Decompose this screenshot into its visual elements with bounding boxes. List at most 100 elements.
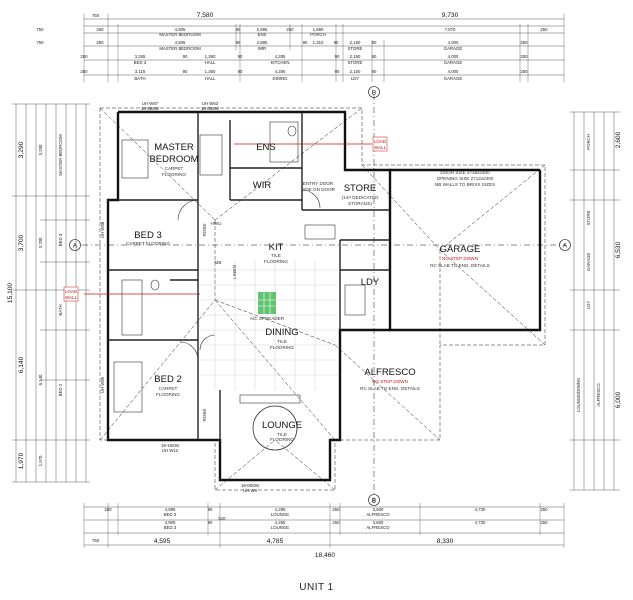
garage-no-step: NO STEP DOWN	[442, 256, 478, 261]
section-a-right-label: A	[563, 243, 568, 250]
top-dim-r6-i10: 250	[520, 69, 528, 74]
room-lounge: LOUNGE	[262, 420, 302, 431]
top-dim-r4-i9: 4,000	[448, 54, 459, 59]
room-entry-1: ENTRY DOOR	[303, 181, 334, 186]
bottom-dim-r2-i6: 250	[540, 520, 548, 525]
window-tag-w5: UH W88	[100, 221, 105, 238]
load-wall-labels: LOAD WALL LOAD WALL	[63, 136, 388, 302]
load-wall-2-b: WALL	[65, 295, 78, 300]
internal-walls	[108, 112, 390, 440]
bottom-dim-r0-i0: 250	[104, 507, 112, 512]
right-label-lounge: LOUNGE/DINING	[576, 377, 581, 412]
section-b-top-label: B	[372, 90, 377, 97]
lounge-rug	[252, 405, 298, 451]
top-dim-r6-i5: 4,285	[275, 69, 286, 74]
room-bed2-floor: CARPET	[159, 386, 178, 391]
top-dim-r4-i2: 90	[183, 54, 188, 59]
top-dim-r3-i2: STORE	[348, 46, 363, 51]
top-dim-r5-i2: KITCHEN	[271, 60, 290, 65]
top-dim-r4-i1: 3,265	[135, 54, 146, 59]
label-hwu: HWU	[211, 221, 222, 226]
window-tag-w2: 18-06SW	[201, 106, 220, 111]
right-dimensions	[570, 111, 620, 491]
ac-spreader	[258, 292, 276, 314]
section-a-left-label: A	[73, 243, 78, 250]
top-dim-r4-i10: 250	[520, 54, 528, 59]
top-dim-r6-i4: 90	[238, 69, 243, 74]
top-dim-r0-i8: 250	[540, 27, 548, 32]
right-label-garage: GARAGE	[586, 253, 591, 272]
bottom-dim-a: 4,595	[154, 538, 171, 545]
top-dim-r5-i0: BED 3	[134, 60, 147, 65]
bottom-dim-r3-i0: BED 3	[164, 525, 177, 530]
room-kit: KIT	[269, 242, 284, 253]
bottom-dim-r2-i3: 250	[332, 520, 340, 525]
room-lounge-floor2: FLOORING	[270, 437, 294, 442]
load-wall-lines	[84, 143, 372, 295]
window-tag-w7: 18-18SW	[161, 443, 180, 448]
garage-slab-note: RC SLAB TO ENG. DETAILS	[430, 263, 490, 268]
bottom-dim-overall: 750 4,595 4,785 8,330 18,460 510	[92, 516, 454, 559]
bottom-dim-r3-i2: ALFRESCO	[366, 525, 390, 530]
room-store: STORE	[344, 183, 377, 194]
bottom-dim-r0-i7: 250	[540, 507, 548, 512]
top-dim-r5-i1: HALL	[205, 60, 216, 65]
top-dim-r2-i8: 2,150	[350, 40, 361, 45]
dining-door-swing	[199, 334, 216, 351]
left-dim-b: 3,700	[18, 234, 25, 251]
section-a-left-marker	[69, 239, 81, 251]
bottom-dim-r2-i4: 3,600	[373, 520, 384, 525]
top-dim-r7-i3: LDY	[351, 76, 359, 81]
top-dim-r1-i1: ENS	[258, 32, 267, 37]
room-kit-floor: TILE	[271, 253, 281, 258]
top-dim-r4-i8: 90	[372, 54, 377, 59]
top-dim-r2-i2: 4,505	[175, 40, 186, 45]
load-wall-2-a: LOAD	[65, 289, 78, 294]
label-robe-bed2: ROBE	[202, 408, 207, 421]
bottom-dim-r2-i1: 90	[208, 520, 213, 525]
bottom-dim-total: 18,460	[315, 552, 336, 559]
bottom-dim-r0-i3: 4,285	[275, 507, 286, 512]
room-lounge-floor: TILE	[277, 432, 287, 437]
entry-door-swing	[301, 189, 321, 209]
room-dining: DINING	[265, 327, 298, 338]
laundry-tub	[344, 284, 366, 316]
section-a-right-marker	[559, 239, 571, 251]
bottom-dim-r1-i0: BED 3	[164, 512, 177, 517]
master-bed-side	[199, 134, 223, 176]
top-dim-overall: 750 7,580 9,730	[92, 12, 459, 19]
top-dim-r4-i5: 4,285	[275, 54, 286, 59]
plan-caption: UNIT 1	[299, 582, 334, 593]
bed3-door-swing	[177, 199, 199, 221]
room-kit-floor2: FLOORING	[264, 259, 288, 264]
top-dim-r2-i5: 90	[303, 40, 308, 45]
left-label-bed2: BED 2	[58, 383, 63, 396]
top-dimensions	[83, 14, 565, 82]
room-dining-floor2: FLOORING	[270, 345, 294, 350]
room-labels: MASTER BEDROOM CARPET FLOORING ENS WIR B…	[126, 142, 495, 442]
section-b-bottom-label: B	[372, 498, 377, 505]
lounge-bench	[239, 394, 301, 404]
bath-toilet	[150, 279, 160, 291]
room-bed3-floor: CARPET FLOORING	[126, 241, 170, 246]
bottom-dim-c: 8,330	[437, 538, 454, 545]
top-dim-r4-i4: 90	[238, 54, 243, 59]
top-dim-r7-i2: DINING	[272, 76, 288, 81]
window-tag-w9: UH W12	[162, 448, 179, 453]
room-garage: GARAGE	[440, 244, 481, 255]
top-dim-r2-i11: 250	[520, 40, 528, 45]
top-dim-r0-i4: 2,885	[257, 27, 268, 32]
room-entry-2: SIDE ON DOOR	[301, 187, 336, 192]
left-label-bath: BATH	[58, 304, 63, 315]
top-dim-r1-i0: MASTER BEDROOM	[159, 32, 201, 37]
top-dim-r4-i7: 2,150	[350, 54, 361, 59]
room-alfresco: ALFRESCO	[364, 367, 415, 378]
top-dim-overall-right: 9,730	[442, 12, 459, 19]
right-dim-a: 2,600	[615, 131, 622, 148]
bottom-dim-r0-i2: 90	[208, 507, 213, 512]
top-dim-r6-i9: 4,000	[448, 69, 459, 74]
ac-spreader-label: A/C SPREADER	[250, 316, 285, 321]
top-dim-r2-i1: 250	[96, 40, 104, 45]
top-dim-r6-i8: 90	[372, 69, 377, 74]
